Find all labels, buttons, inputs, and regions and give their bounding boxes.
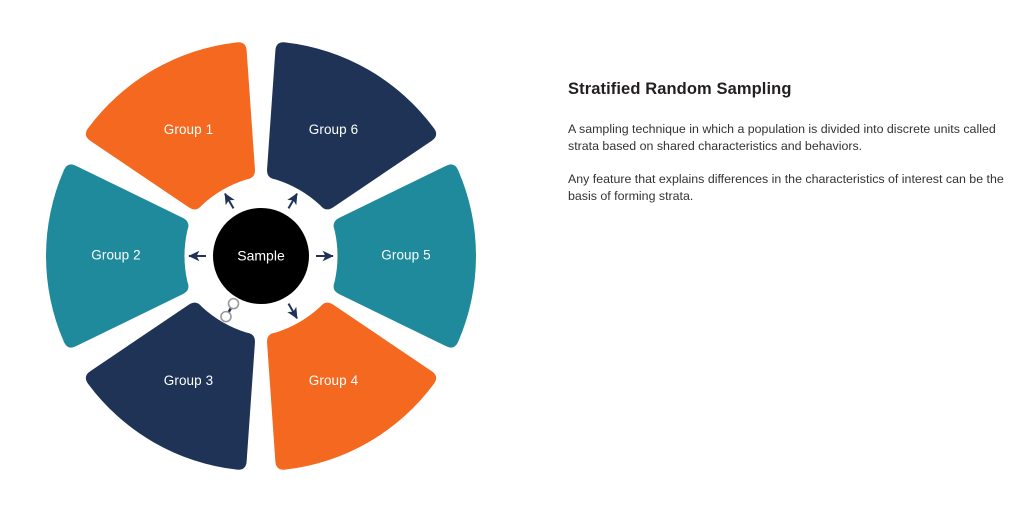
petal-group-3[interactable]: Group 3 (85, 302, 255, 470)
petal-group-4[interactable]: Group 4 (267, 302, 437, 470)
center-circle[interactable] (213, 208, 309, 304)
petal-label: Group 2 (91, 248, 140, 263)
connector-arrow-to-group-1[interactable] (224, 192, 235, 209)
petal-shape[interactable] (267, 42, 437, 210)
petal-shape[interactable] (85, 302, 255, 470)
description-panel: Stratified Random Sampling A sampling te… (568, 80, 1004, 204)
panel-title: Stratified Random Sampling (568, 80, 792, 98)
petal-label: Group 4 (309, 373, 359, 388)
petal-shape[interactable] (85, 42, 255, 210)
petal-label: Group 5 (381, 248, 430, 263)
center-node[interactable]: Sample (213, 208, 309, 304)
panel-paragraph-2: Any feature that explains differences in… (568, 172, 1004, 203)
selection-handles-group[interactable] (220, 297, 240, 323)
petal-shape[interactable] (333, 164, 476, 348)
stratified-sampling-diagram: Group 1 Group 2 Group 3 Group 4 Group 5 Group… (45, 42, 476, 470)
panel-paragraph-1: A sampling technique in which a populati… (568, 122, 996, 153)
petal-group-6[interactable]: Group 6 (267, 42, 437, 210)
petal-label: Group 1 (164, 122, 213, 137)
petal-label: Group 3 (164, 373, 213, 388)
petal-group-2[interactable]: Group 2 (45, 164, 189, 348)
petal-shape[interactable] (45, 164, 189, 348)
connector-arrow-to-group-4[interactable] (287, 303, 298, 320)
petals-group: Group 1 Group 2 Group 3 Group 4 Group 5 Group… (45, 42, 476, 470)
connector-handle-start[interactable] (227, 297, 240, 310)
petal-group-1[interactable]: Group 1 (85, 42, 255, 210)
connector-handle-end[interactable] (220, 310, 232, 323)
petal-label: Group 6 (309, 122, 358, 137)
petal-shape[interactable] (267, 302, 437, 470)
center-node-label: Sample (237, 248, 285, 264)
petal-group-5[interactable]: Group 5 (333, 164, 476, 348)
connector-arrow-to-group-6[interactable] (287, 192, 298, 209)
